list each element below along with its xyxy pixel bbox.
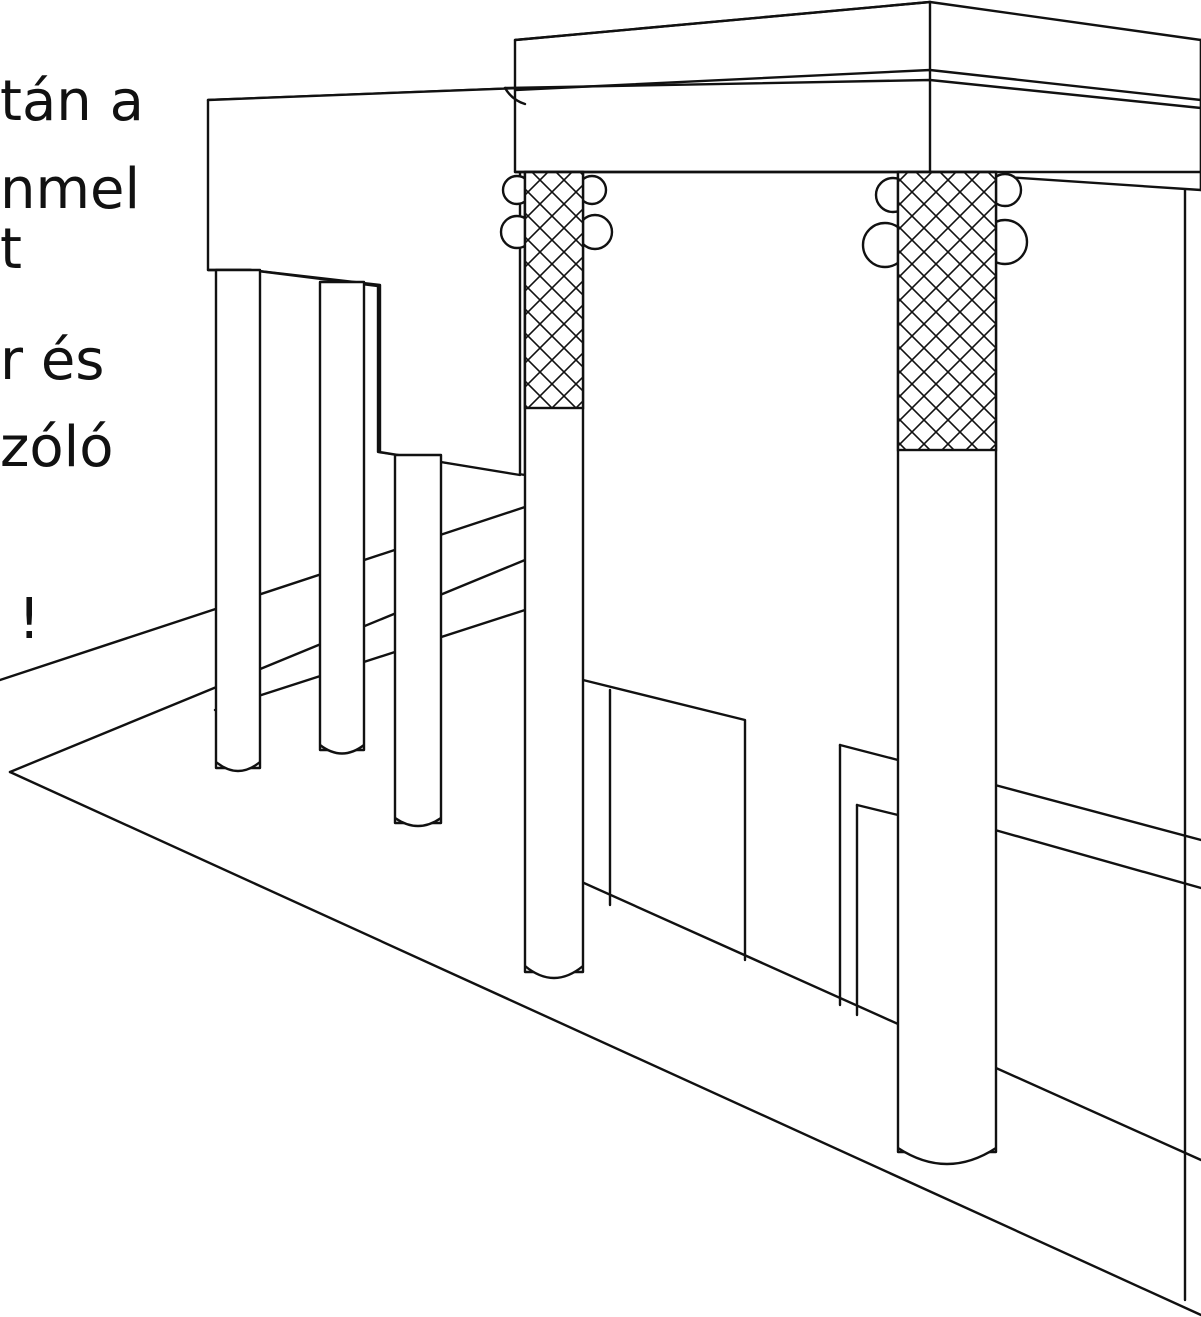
front-column-left bbox=[523, 170, 585, 980]
front-column-right bbox=[896, 170, 998, 1166]
right-wall bbox=[1183, 98, 1201, 1302]
left-columns bbox=[214, 268, 443, 828]
floor-lines bbox=[0, 505, 1201, 1317]
front-entablature bbox=[503, 0, 1201, 192]
back-wall bbox=[581, 678, 900, 1017]
